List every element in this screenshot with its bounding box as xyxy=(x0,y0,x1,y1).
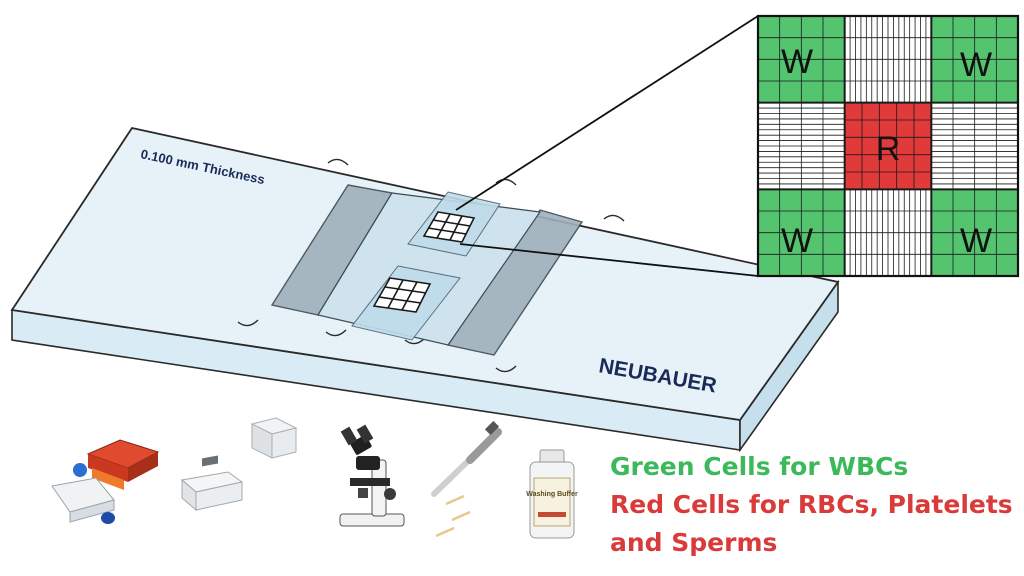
lab-equipment-row: Washing Buffer xyxy=(51,417,578,539)
upper-counting-grid xyxy=(422,211,476,243)
pipette-icon xyxy=(431,420,502,538)
wbc-letter-bottom-right: W xyxy=(960,222,992,260)
slide-box-icon xyxy=(180,455,244,512)
zoom-line-top xyxy=(455,15,759,211)
slide-notches xyxy=(237,158,625,373)
bottle-label: Washing Buffer xyxy=(526,491,578,498)
lower-counting-grid xyxy=(372,277,432,313)
legend-red-text-line1: Red Cells for RBCs, Platelets xyxy=(610,490,1013,519)
legend-green-text: Green Cells for WBCs xyxy=(610,452,909,481)
magnified-counting-grid: W W W W R xyxy=(756,14,1020,278)
flasks-icon xyxy=(51,439,160,524)
grid-border xyxy=(756,14,1020,278)
coverslip-box-icon xyxy=(250,417,298,459)
rbc-letter-center: R xyxy=(876,130,901,168)
zoom-line-bottom xyxy=(459,243,759,277)
wbc-letter-bottom-left: W xyxy=(781,222,813,260)
microscope-icon xyxy=(339,424,405,527)
washing-buffer-bottle-icon: Washing Buffer xyxy=(526,449,578,539)
wbc-letter-top-right: W xyxy=(960,46,992,84)
neubauer-slide: 0.100 mm Thickness NEUBAUER xyxy=(10,15,840,453)
wbc-letter-top-left: W xyxy=(781,43,813,81)
rbc-square-center xyxy=(844,102,932,190)
legend-red-text-line2: and Sperms xyxy=(610,528,778,557)
